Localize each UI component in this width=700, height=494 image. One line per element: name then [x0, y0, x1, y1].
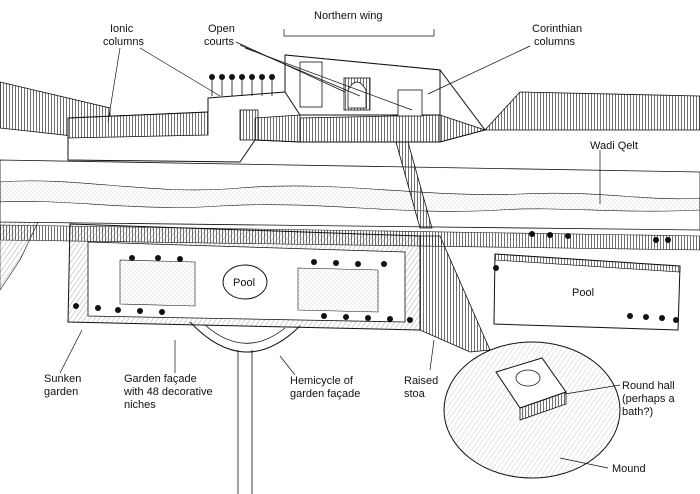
mound [443, 341, 621, 479]
label-pool-east: Pool [572, 287, 594, 299]
labels: Northern wing Ionic columns Open courts … [44, 10, 678, 475]
raised-stoa [419, 235, 491, 353]
label-wadi-qelt: Wadi Qelt [590, 140, 638, 152]
label-ionic-columns: Ionic columns [103, 23, 144, 48]
label-garden-facade: Garden façade with 48 decorative niches [123, 373, 216, 411]
bridge [395, 141, 433, 229]
sunken-garden [67, 223, 421, 353]
label-pool-garden: Pool [233, 277, 255, 289]
label-mound: Mound [612, 463, 646, 475]
northern-palms [209, 74, 275, 96]
label-sunken-garden: Sunken garden [44, 373, 84, 398]
label-round-hall: Round hall (perhaps a bath?) [622, 380, 678, 418]
garden-palms [73, 255, 413, 323]
northern-wing [67, 54, 487, 163]
label-raised-stoa: Raised stoa [404, 375, 441, 400]
label-corinthian-columns: Corinthian columns [532, 23, 585, 48]
label-northern-wing: Northern wing [314, 10, 382, 22]
pool-palms [493, 231, 679, 323]
wadi-qelt [0, 159, 700, 231]
south-road [237, 350, 253, 494]
leader-lines [59, 29, 621, 469]
label-open-courts: Open courts [204, 23, 238, 48]
east-pool [493, 231, 681, 331]
right-escarpment [484, 91, 700, 131]
label-hemicycle: Hemicycle of garden façade [290, 375, 360, 400]
